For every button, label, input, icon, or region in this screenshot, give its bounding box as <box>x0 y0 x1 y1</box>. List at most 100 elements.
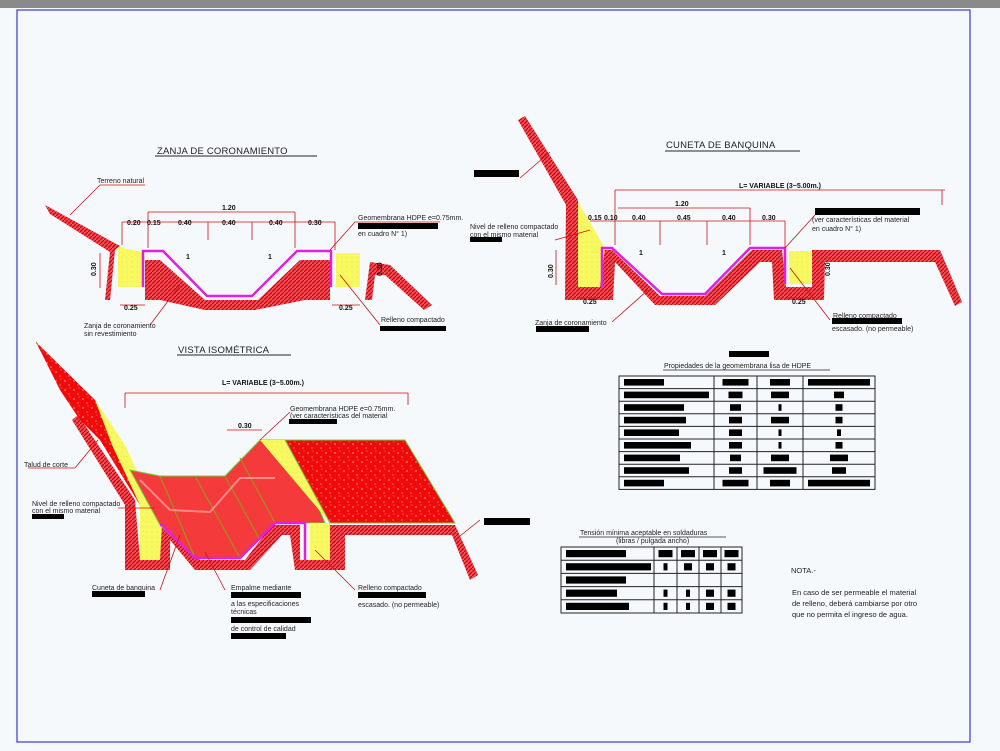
label-nivel: Nivel de relleno compactado <box>470 224 558 231</box>
dim-b: 0.10 <box>604 215 618 222</box>
redacted-bar <box>231 633 286 639</box>
table-cell-redacted <box>728 391 743 399</box>
table-cell-redacted <box>684 563 692 571</box>
table-cell-redacted <box>566 602 629 610</box>
redacted-bar <box>536 326 589 332</box>
dim-base-right: 0.25 <box>339 305 353 312</box>
cuneta-section: CUNETA DE BANQUINA L= VARIABLE (3~5.00m.… <box>470 116 962 333</box>
table-cell-redacted <box>727 589 736 597</box>
table-border <box>618 375 876 490</box>
table-cell-redacted <box>658 550 673 558</box>
table-weld-tension: Tensión mínima aceptable en soldaduras (… <box>560 530 743 614</box>
table-cell-redacted <box>771 454 789 462</box>
label-cuneta: Cuneta de banquina <box>92 585 155 592</box>
table-cell-redacted <box>730 454 741 462</box>
dim-d: 0.45 <box>677 215 691 222</box>
dim-top: 0.30 <box>238 423 252 430</box>
table-cell-redacted <box>770 479 790 487</box>
table-cell-redacted <box>663 602 668 610</box>
label-nivel: Nivel de relleno compactado <box>32 501 120 508</box>
isometric-section: VISTA ISOMÉTRICA L= VARIABLE (3~5.00m.) … <box>24 341 530 639</box>
top-strip <box>0 0 1000 8</box>
dim-base-left: 0.25 <box>583 299 597 306</box>
note-line: En caso de ser permeable el material <box>792 588 917 597</box>
label-escasado: escasado. (no permeable) <box>832 326 913 333</box>
label-escasado: escasado. (no permeable) <box>358 602 439 609</box>
dim-base-right: 0.25 <box>792 299 806 306</box>
label-tecnicas: técnicas <box>231 609 257 616</box>
label-nivel-2: con el mismo material <box>470 232 539 239</box>
redacted-bar <box>231 617 311 623</box>
fill-right <box>260 440 330 560</box>
iso-title: VISTA ISOMÉTRICA <box>178 345 270 356</box>
table-cell-redacted <box>706 589 714 597</box>
dim-b: 0.15 <box>147 220 161 227</box>
label-talud: Talud de corte <box>24 462 68 469</box>
dim-c: 0.40 <box>178 220 192 227</box>
slope-1: 1 <box>639 250 643 257</box>
label-especificaciones: a las especificaciones <box>231 601 300 608</box>
dim-variable: L= VARIABLE (3~5.00m.) <box>222 380 304 387</box>
table-cell-redacted <box>808 379 870 386</box>
dim-h-left: 0.30 <box>91 262 98 276</box>
table-cell-redacted <box>727 602 736 610</box>
table2-title: Tensión mínima aceptable en soldaduras <box>580 530 708 537</box>
table-cell-redacted <box>724 550 739 558</box>
table-cell-redacted <box>808 479 870 487</box>
table-cell-redacted <box>835 404 843 411</box>
dim-base-left: 0.25 <box>124 305 138 312</box>
table2-subtitle: (libras / pulgada ancho) <box>616 538 689 545</box>
label-empalme: Empalme mediante <box>231 585 291 592</box>
table-cell-redacted <box>624 467 689 474</box>
dim-d: 0.40 <box>222 220 236 227</box>
table-cell-redacted <box>663 563 668 571</box>
table-cell-redacted <box>729 416 742 424</box>
table-cell-redacted <box>722 479 749 487</box>
label-relleno: Relleno compactado <box>381 317 445 324</box>
redacted-bar <box>474 170 519 177</box>
table-cell-redacted <box>624 454 680 462</box>
table-cell-redacted <box>778 404 782 411</box>
slope-cut <box>36 342 160 560</box>
table-cell-redacted <box>624 429 679 436</box>
drawing-frame <box>16 9 971 743</box>
table-cell-redacted <box>832 467 846 474</box>
note-title: NOTA.- <box>791 566 816 575</box>
redacted-bar <box>358 592 426 598</box>
note-line: que no permita el ingreso de agua. <box>792 610 908 619</box>
table-cell-redacted <box>778 442 782 449</box>
slope-2: 1 <box>722 250 726 257</box>
table-cell-redacted <box>663 589 668 597</box>
table-cell-redacted <box>729 467 742 474</box>
fill-left <box>578 202 605 287</box>
zanja-title: ZANJA DE CORONAMIENTO <box>157 146 288 157</box>
label-zanja-2: sin revestimiento <box>84 331 137 338</box>
label-relleno: Relleno compactado <box>358 585 422 592</box>
redacted-bar <box>92 591 145 597</box>
table-cell-redacted <box>730 404 741 411</box>
dim-e: 0.40 <box>269 220 283 227</box>
label-geomembrana: Geomembrana HDPE e=0.75mm. <box>358 215 463 222</box>
table-cell-redacted <box>706 563 714 571</box>
ground-hatch <box>518 116 962 306</box>
slope-1: 1 <box>186 254 190 261</box>
table-cell-redacted <box>566 563 651 571</box>
redacted-bar <box>32 514 64 519</box>
dim-h-right: 0.30 <box>825 262 832 276</box>
dim-h-right: 0.30 <box>377 262 384 276</box>
table-cell-redacted <box>722 379 749 386</box>
label-nivel-2: con el mismo material <box>32 508 101 515</box>
geomembrane <box>141 249 333 298</box>
dim-f: 0.30 <box>308 220 322 227</box>
table-cell-redacted <box>624 442 691 449</box>
dim-c: 0.40 <box>632 215 646 222</box>
table-cell-redacted <box>566 550 626 558</box>
label-terreno: Terreno natural <box>97 178 145 185</box>
fill-left <box>95 400 162 560</box>
table-cell-redacted <box>837 429 841 436</box>
label-zanja: Zanja de coronamiento <box>84 323 156 330</box>
note-block: NOTA.- En caso de ser permeable el mater… <box>791 566 917 619</box>
table-cell-redacted <box>624 379 664 386</box>
